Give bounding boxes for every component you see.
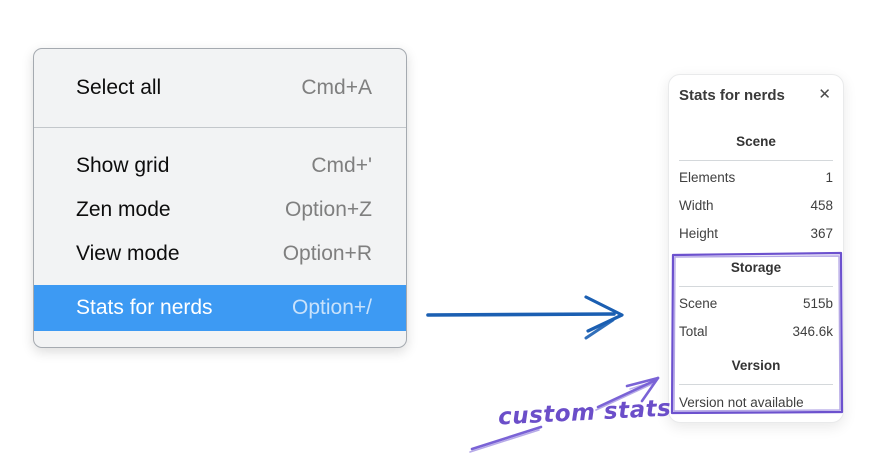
menu-item-label: Zen mode bbox=[76, 198, 171, 221]
stat-row-height: Height 367 bbox=[679, 219, 833, 247]
close-icon[interactable]: ✕ bbox=[818, 86, 831, 103]
stat-value: 515b bbox=[802, 295, 833, 311]
section-heading-storage: Storage bbox=[730, 260, 782, 275]
menu-group-bottom: Show grid Cmd+' Zen mode Option+Z View m… bbox=[34, 128, 406, 331]
stats-panel: Stats for nerds ✕ Scene Elements 1 Width… bbox=[668, 74, 844, 423]
stat-label: Total bbox=[679, 323, 708, 339]
section-divider bbox=[679, 160, 833, 161]
menu-item-shortcut: Option+R bbox=[282, 242, 372, 265]
menu-item-shortcut: Cmd+' bbox=[311, 154, 372, 177]
menu-item-shortcut: Cmd+A bbox=[301, 76, 372, 99]
annotation-arrow bbox=[469, 376, 660, 453]
annotation-label: custom stats bbox=[497, 395, 672, 431]
menu-item-zen-mode[interactable]: Zen mode Option+Z bbox=[34, 188, 406, 232]
context-menu: Select all Cmd+A Show grid Cmd+' Zen mod… bbox=[33, 48, 407, 348]
menu-item-shortcut: Option+/ bbox=[292, 296, 372, 319]
menu-item-label: Show grid bbox=[76, 154, 170, 177]
stat-value: 346.6k bbox=[792, 323, 833, 339]
menu-item-select-all[interactable]: Select all Cmd+A bbox=[34, 66, 406, 110]
stats-panel-title: Stats for nerds bbox=[679, 86, 785, 104]
stat-row-scene-storage: Scene 515b bbox=[679, 289, 833, 317]
stat-value: 1 bbox=[825, 169, 833, 185]
menu-item-view-mode[interactable]: View mode Option+R bbox=[34, 232, 406, 276]
section-heading-scene: Scene bbox=[736, 134, 776, 149]
stat-row-elements: Elements 1 bbox=[679, 163, 833, 191]
stat-label: Elements bbox=[679, 169, 736, 185]
stat-row-width: Width 458 bbox=[679, 191, 833, 219]
section-divider bbox=[679, 286, 833, 287]
stat-label: Height bbox=[679, 225, 719, 241]
section-heading-version: Version bbox=[731, 358, 781, 373]
menu-item-show-grid[interactable]: Show grid Cmd+' bbox=[34, 144, 406, 188]
stat-value: 367 bbox=[810, 225, 833, 241]
menu-group-top: Select all Cmd+A bbox=[34, 49, 406, 110]
stat-label: Scene bbox=[679, 295, 718, 311]
version-note: Version not available bbox=[679, 395, 804, 410]
stat-label: Width bbox=[679, 197, 714, 213]
menu-item-shortcut: Option+Z bbox=[285, 198, 372, 221]
menu-item-label: Stats for nerds bbox=[76, 296, 213, 319]
stat-value: 458 bbox=[810, 197, 833, 213]
menu-item-label: View mode bbox=[76, 242, 180, 265]
menu-item-label: Select all bbox=[76, 76, 162, 99]
menu-item-stats-for-nerds[interactable]: Stats for nerds Option+/ bbox=[34, 285, 406, 331]
menu-separator bbox=[34, 127, 406, 128]
stat-row-total-storage: Total 346.6k bbox=[679, 317, 833, 345]
section-divider bbox=[679, 384, 833, 385]
stats-panel-header: Stats for nerds ✕ bbox=[679, 85, 833, 105]
flow-arrow bbox=[426, 295, 624, 340]
